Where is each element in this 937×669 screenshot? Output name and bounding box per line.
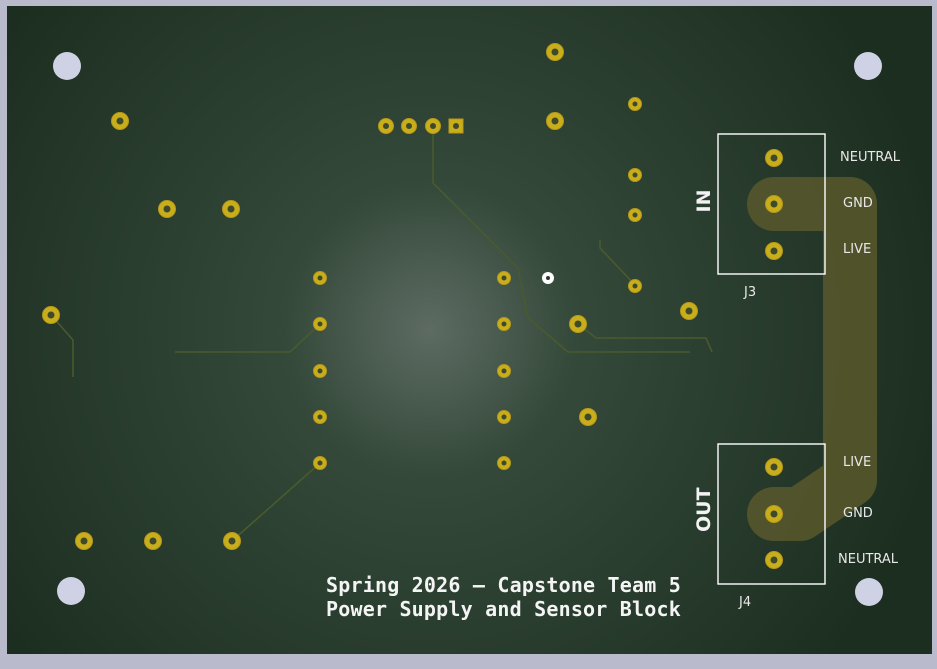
pad-drills bbox=[47, 48, 778, 564]
traces bbox=[50, 126, 713, 542]
board-title-line2: Power Supply and Sensor Block bbox=[326, 597, 681, 621]
j3-ref: J3 bbox=[744, 285, 757, 300]
mounting-hole bbox=[854, 52, 882, 80]
board-substrate bbox=[7, 6, 932, 654]
j3-side-label: IN bbox=[693, 189, 715, 213]
j4-outline bbox=[717, 443, 826, 585]
mounting-hole bbox=[855, 578, 883, 606]
j3-pin-live: LIVE bbox=[843, 242, 872, 257]
pads bbox=[42, 43, 783, 569]
j3-outline bbox=[717, 133, 826, 275]
j4-side-label: OUT bbox=[693, 487, 715, 532]
j3-pin-gnd: GND bbox=[843, 196, 873, 211]
mounting-hole bbox=[53, 52, 81, 80]
j3-pin-neutral: NEUTRAL bbox=[840, 150, 901, 165]
j4-pin-neutral: NEUTRAL bbox=[838, 552, 899, 567]
j4-pin-gnd: GND bbox=[843, 506, 873, 521]
mounting-holes bbox=[53, 52, 883, 606]
j4-ref: J4 bbox=[739, 595, 752, 610]
j4-pin-live: LIVE bbox=[843, 455, 872, 470]
mounting-hole bbox=[57, 577, 85, 605]
board-title-line1: Spring 2026 — Capstone Team 5 bbox=[326, 573, 681, 597]
